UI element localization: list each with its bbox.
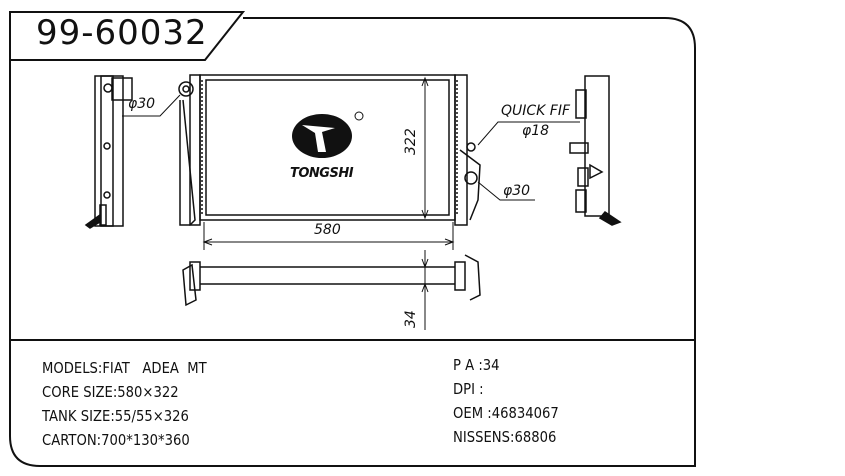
right-side-view xyxy=(569,75,622,226)
title-box xyxy=(9,11,246,61)
part-number-title: 99-60032 xyxy=(36,13,208,53)
outlet-diameter-right: φ30 xyxy=(503,183,531,199)
frame-border xyxy=(9,17,696,467)
dimension-lines xyxy=(122,76,580,330)
bottom-view xyxy=(182,254,481,307)
spec-nissens: NISSENS:68806 xyxy=(453,428,557,446)
core-front-view xyxy=(178,74,481,226)
spec-core-size: CORE SIZE:580×322 xyxy=(42,383,179,401)
spec-tank-size: TANK SIZE:55/55×326 xyxy=(42,407,189,425)
spec-dpi: DPI : xyxy=(453,380,484,398)
thickness-dimension: 34 xyxy=(403,310,419,328)
logo-text: TONGSHI xyxy=(290,166,354,181)
spec-pa: P A :34 xyxy=(453,356,500,374)
width-dimension: 580 xyxy=(314,222,341,238)
spec-oem: OEM :46834067 xyxy=(453,404,559,422)
spec-models: MODELS:FIAT ADEA MT xyxy=(42,359,207,377)
brand-logo xyxy=(292,111,364,158)
height-dimension: 322 xyxy=(403,128,419,155)
quick-fit-label: QUICK FIF xyxy=(501,103,571,119)
spec-carton: CARTON:700*130*360 xyxy=(42,431,190,449)
inlet-diameter-left: φ30 xyxy=(128,96,156,112)
quick-fit-diameter: φ18 xyxy=(522,123,550,139)
left-side-view xyxy=(84,75,133,229)
